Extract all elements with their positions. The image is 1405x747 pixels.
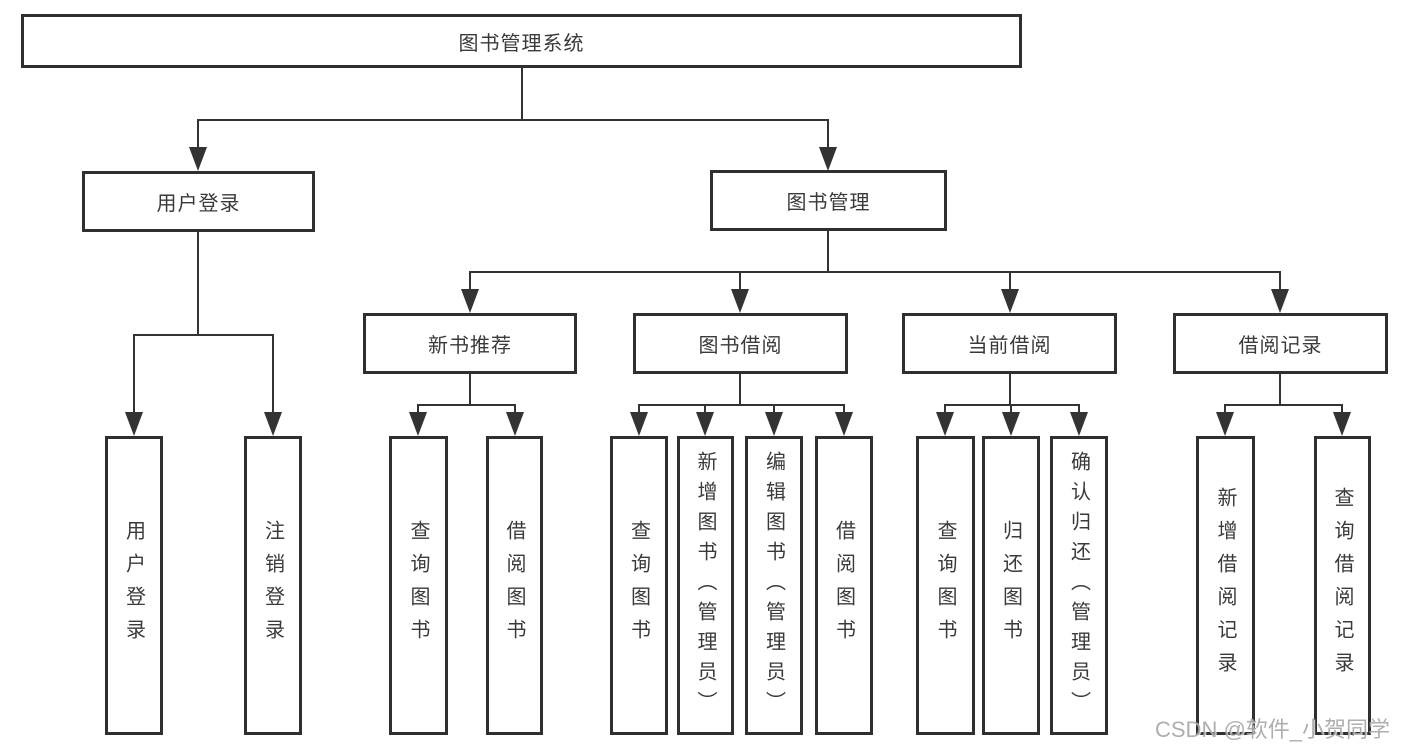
node-borrowing-query-books: 查询图书 [610,436,668,735]
connector-line [773,404,775,416]
connector-line [197,119,199,151]
connector-line [197,232,199,335]
arrow-down-icon [696,412,714,436]
node-records-query-record: 查询借阅记录 [1314,436,1371,735]
connector-line [638,404,845,406]
connector-line [1009,374,1011,406]
connector-line [739,374,741,406]
connector-line [1009,271,1011,293]
arrow-down-icon [731,289,749,313]
node-root: 图书管理系统 [21,14,1022,68]
node-logout-leaf: 注销登录 [244,436,302,735]
arrow-down-icon [409,412,427,436]
connector-line [272,334,274,416]
arrow-down-icon [936,412,954,436]
connector-line [827,231,829,273]
node-user-login-leaf: 用户登录 [105,436,163,735]
node-recommend-borrow-books: 借阅图书 [486,436,543,735]
connector-line [133,334,274,336]
node-book-management: 图书管理 [710,170,947,231]
connector-line [1279,271,1281,293]
connector-line [469,271,471,293]
connector-line [417,404,419,416]
node-current-query-books: 查询图书 [916,436,975,735]
connector-line [1224,404,1343,406]
connector-line [133,334,135,416]
connector-line [1010,404,1012,416]
node-recommend-query-books: 查询图书 [389,436,448,735]
arrow-down-icon [461,289,479,313]
arrow-down-icon [630,412,648,436]
arrow-down-icon [819,147,837,171]
arrow-down-icon [1001,289,1019,313]
node-current-confirm-return-admin: 确认归还（管理员） [1050,436,1108,735]
node-borrow-records: 借阅记录 [1173,313,1388,374]
connector-line [739,271,741,293]
connector-line [843,404,845,416]
arrow-down-icon [125,412,143,436]
connector-line [827,119,829,151]
node-borrowing-edit-books-admin: 编辑图书（管理员） [745,436,803,735]
arrow-down-icon [1070,412,1088,436]
node-book-borrowing: 图书借阅 [633,313,848,374]
connector-line [514,404,516,416]
connector-line [1078,404,1080,416]
arrow-down-icon [765,412,783,436]
node-new-book-recommend: 新书推荐 [363,313,577,374]
connector-line [638,404,640,416]
connector-line [704,404,706,416]
arrow-down-icon [264,412,282,436]
connector-line [1341,404,1343,416]
connector-line [944,404,1080,406]
arrow-down-icon [1002,412,1020,436]
node-current-return-books: 归还图书 [982,436,1040,735]
connector-line [521,68,523,120]
node-borrowing-add-books-admin: 新增图书（管理员） [677,436,734,735]
connector-line [469,374,471,406]
connector-line [417,404,516,406]
connector-line [1224,404,1226,416]
arrow-down-icon [1271,289,1289,313]
csdn-watermark: CSDN @软件_小贺同学 [1155,717,1391,742]
node-user-login: 用户登录 [82,171,315,232]
connector-line [1279,374,1281,406]
connector-line [197,119,829,121]
node-borrowing-borrow-books: 借阅图书 [815,436,873,735]
node-records-add-record: 新增借阅记录 [1196,436,1255,735]
arrow-down-icon [1216,412,1234,436]
arrow-down-icon [189,147,207,171]
arrow-down-icon [506,412,524,436]
connector-line [469,271,1281,273]
node-current-borrowing: 当前借阅 [902,313,1117,374]
arrow-down-icon [1333,412,1351,436]
connector-line [944,404,946,416]
arrow-down-icon [835,412,853,436]
